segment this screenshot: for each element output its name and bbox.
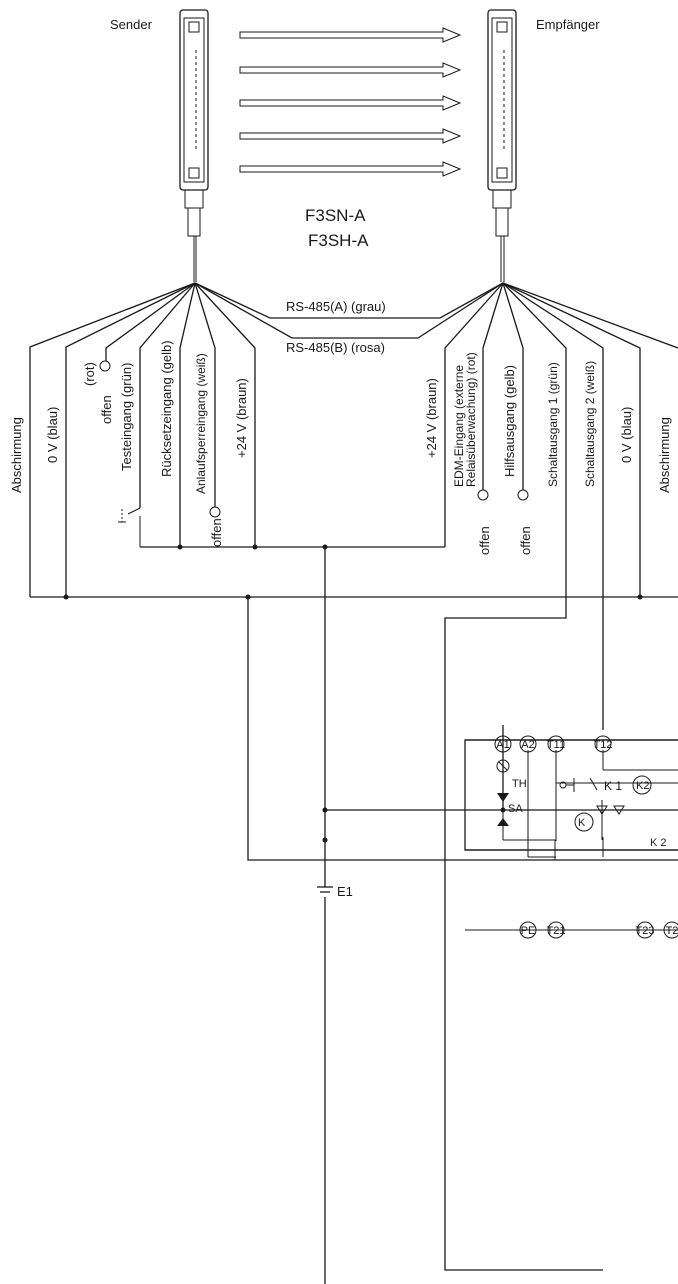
k2-contact-label: K 2: [650, 837, 667, 849]
edm-open-label: offen: [477, 526, 492, 555]
out2-label: Schaltausgang 2 (weiß): [583, 361, 597, 487]
out1-label: Schaltausgang 1 (grün): [546, 362, 560, 487]
sender-0v-label: 0 V (blau): [45, 407, 60, 463]
relay-terminal-t12: T12: [594, 735, 613, 753]
thermistor-icon: [496, 759, 510, 826]
rs485a-label: RS-485(A) (grau): [286, 299, 386, 314]
receiver-24v-label: +24 V (braun): [424, 378, 439, 458]
k1-label: K 1: [604, 779, 622, 793]
k1-contact-icon: [559, 777, 598, 792]
open-terminal-interlock: [209, 506, 221, 518]
svg-text:A2: A2: [521, 739, 534, 751]
k2-coil-label: K2: [636, 780, 649, 792]
k1-coil-label: K: [578, 817, 586, 829]
power-supply-label: E1: [337, 884, 353, 899]
open-terminal-red: [99, 360, 111, 372]
relay-terminal-a1: A1: [494, 735, 512, 753]
th-label: TH: [512, 778, 527, 790]
sender-shield-label: Abschirmung: [9, 417, 24, 493]
relay-terminal-pe: PE: [519, 921, 537, 939]
sender-wires: [29, 282, 504, 597]
svg-text:T2: T2: [666, 925, 678, 937]
k1-coil-icon: [574, 812, 594, 832]
edm-label-line2: Relaisüberwachung) (rot): [464, 352, 478, 487]
sa-label: SA: [508, 803, 523, 815]
receiver-0v-label: 0 V (blau): [619, 407, 634, 463]
sender-24v-label: +24 V (braun): [234, 378, 249, 458]
interlock-open-label: offen: [209, 518, 224, 547]
relay-terminal-t23: T23: [636, 921, 655, 939]
light-beams: [239, 27, 462, 177]
relay-terminal-t21: T21: [547, 921, 566, 939]
diode-icon: [596, 800, 625, 840]
safety-relay: [464, 739, 678, 931]
reset-switch-icon: [118, 507, 141, 547]
receiver-shield-label: Abschirmung: [657, 417, 672, 493]
relay-terminal-t2: T2: [663, 921, 678, 939]
power-bus: [30, 546, 678, 1284]
svg-text:T11: T11: [547, 739, 565, 751]
svg-text:T12: T12: [594, 739, 613, 751]
receiver-label: Empfänger: [536, 17, 600, 32]
red-wire-label: (rot): [82, 362, 97, 386]
reset-input-label: Rücksetzeingang (gelb): [159, 340, 174, 477]
edm-label-line1: EDM-Eingang (externe: [452, 365, 466, 487]
interlock-input-label: Anlaufsperreingang (weiß): [194, 353, 208, 494]
receiver-unit: [487, 9, 517, 282]
relay-terminal-t11: T11: [547, 735, 565, 753]
aux-open-label: offen: [518, 526, 533, 555]
model-line-1: F3SN-A: [305, 206, 366, 225]
model-line-2: F3SH-A: [308, 231, 369, 250]
test-input-label: Testeingang (grün): [119, 363, 134, 471]
aux-output-label: Hilfsausgang (gelb): [502, 365, 517, 477]
rs485b-label: RS-485(B) (rosa): [286, 340, 385, 355]
sender-unit: [179, 9, 209, 282]
red-open-label: offen: [99, 395, 114, 424]
svg-text:A1: A1: [496, 739, 509, 751]
sender-label: Sender: [110, 17, 153, 32]
svg-text:T23: T23: [636, 925, 655, 937]
svg-text:T21: T21: [547, 925, 566, 937]
svg-text:PE: PE: [521, 925, 536, 937]
open-terminal-edm: [477, 489, 489, 501]
open-terminal-aux: [517, 489, 529, 501]
relay-terminal-a2: A2: [519, 735, 537, 753]
k2-coil-icon: [632, 775, 652, 795]
receiver-wires: [444, 282, 678, 1271]
